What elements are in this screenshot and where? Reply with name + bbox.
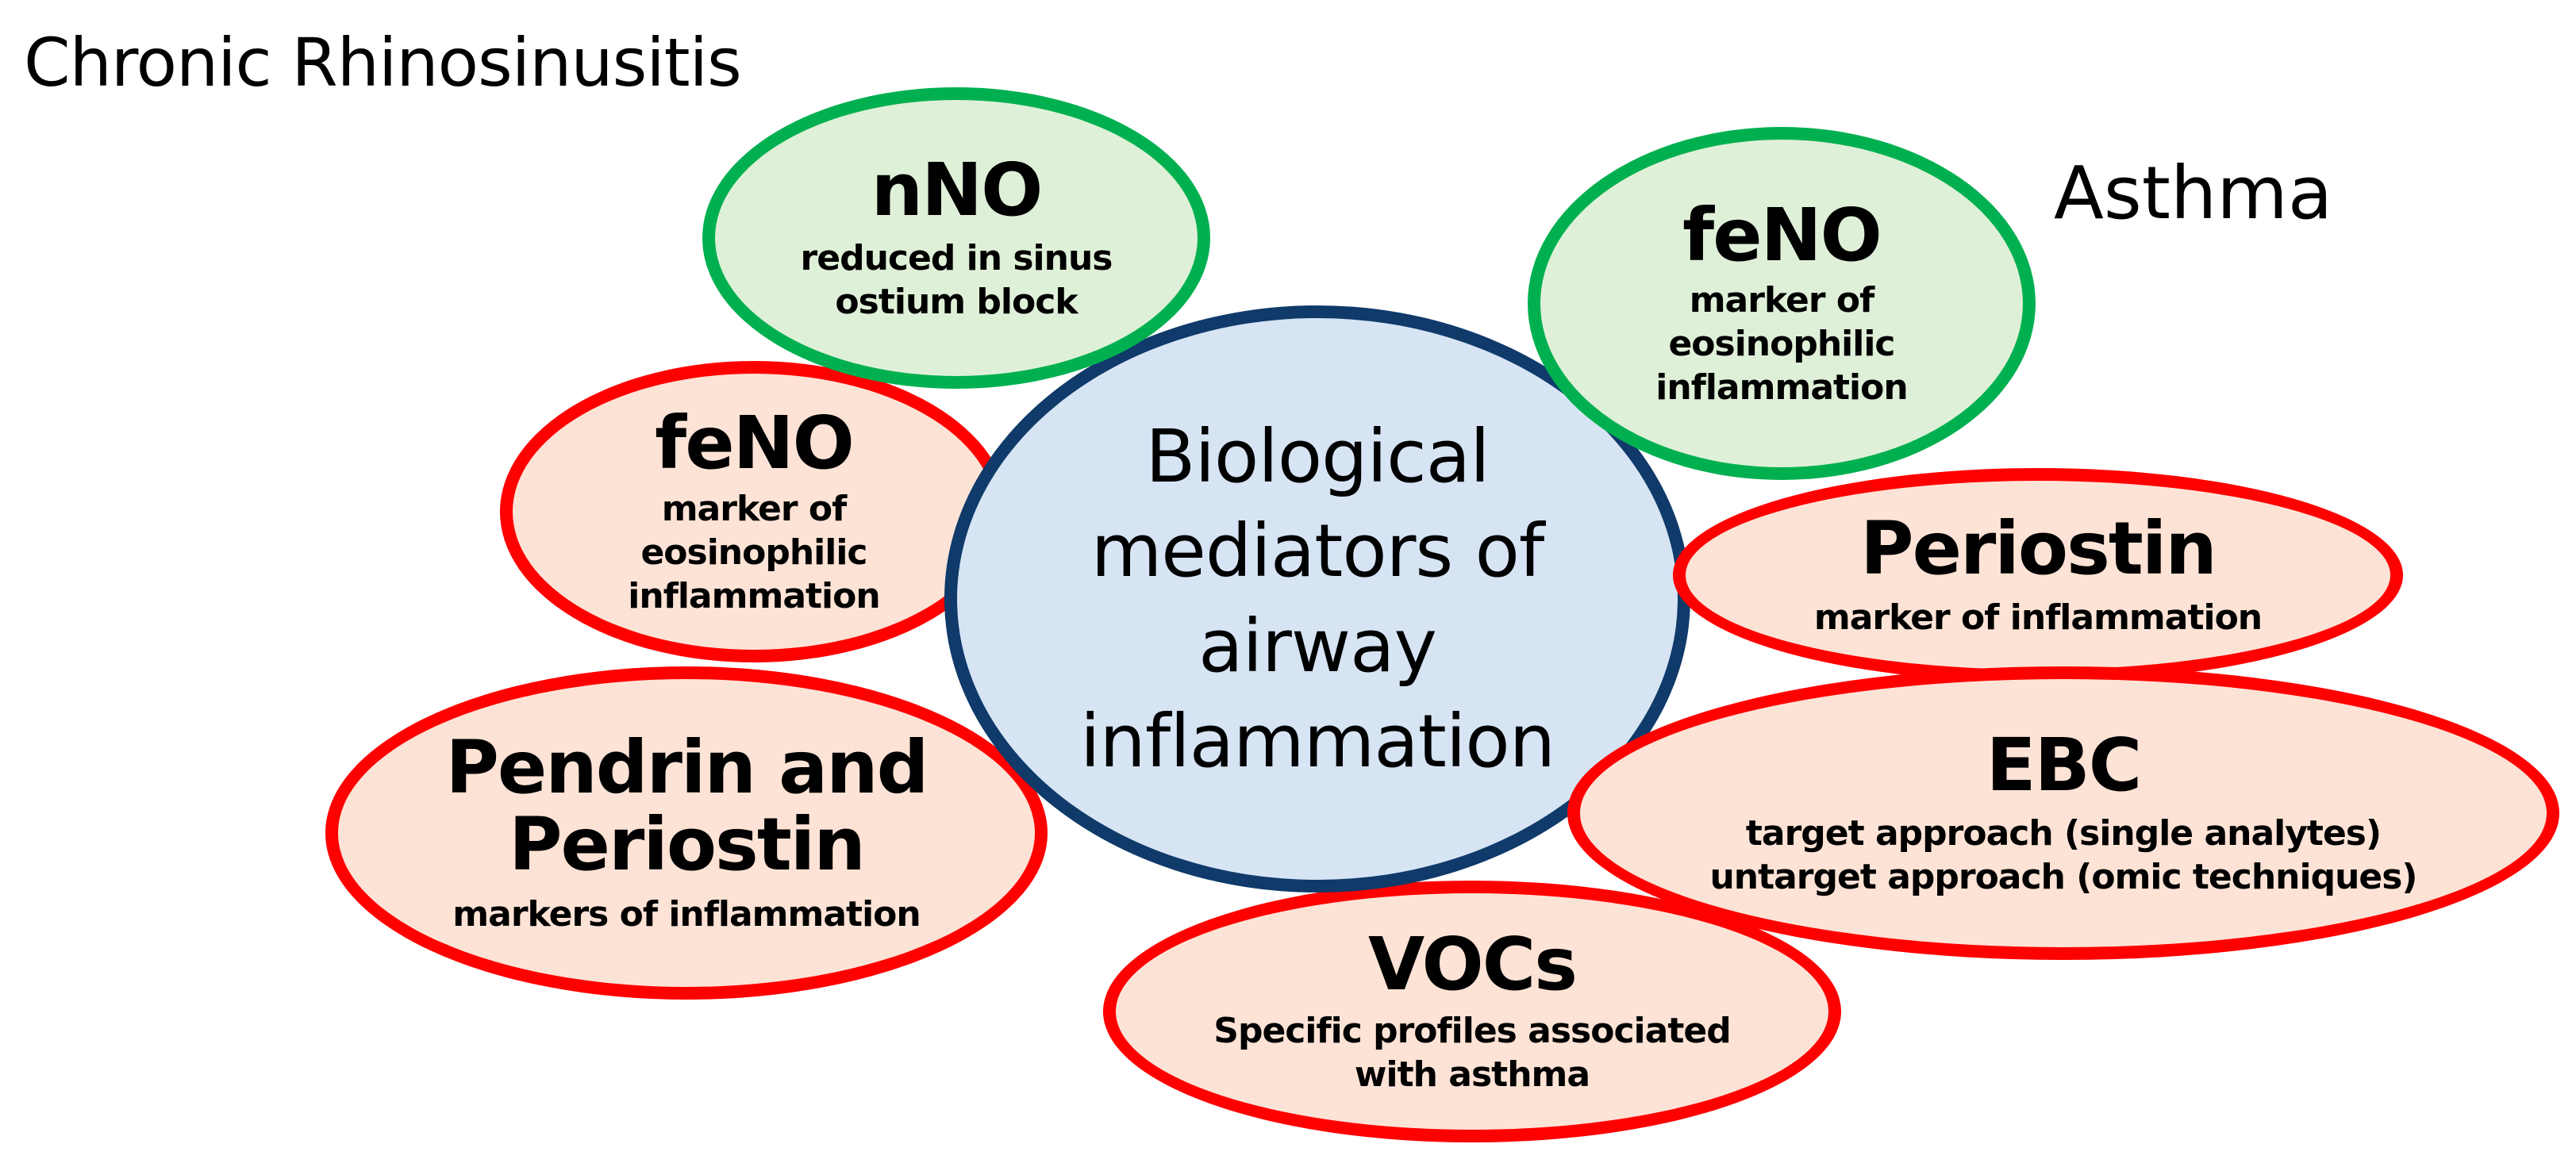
periostin-desc-line: marker of inflammation bbox=[1813, 597, 2263, 638]
periostin-node: Periostin marker of inflammation bbox=[1673, 468, 2403, 682]
ebc-desc: target approach (single analytes) untarg… bbox=[1709, 812, 2417, 899]
ebc-desc-line: untarget approach (omic techniques) bbox=[1709, 857, 2417, 898]
pendrin-periostin-desc: markers of inflammation bbox=[452, 893, 921, 936]
center-line: mediators of bbox=[1090, 509, 1545, 594]
chronic-rhinosinusitis-label: Chronic Rhinosinusitis bbox=[24, 24, 742, 102]
periostin-desc: marker of inflammation bbox=[1813, 596, 2263, 639]
pendrin-periostin-title-line: Pendrin and bbox=[445, 724, 929, 810]
asthma-label: Asthma bbox=[2054, 151, 2333, 236]
center-line: inflammation bbox=[1079, 698, 1555, 784]
center-mediators-text: Biological mediators of airway inflammat… bbox=[1080, 409, 1555, 789]
pendrin-periostin-node: Pendrin and Periostin markers of inflamm… bbox=[325, 666, 1048, 1000]
pendrin-periostin-title-line: Periostin bbox=[509, 801, 866, 887]
center-line: Biological bbox=[1145, 413, 1490, 499]
feno-crs-node: feNO marker of eosinophilic inflammation bbox=[500, 361, 1008, 662]
ebc-title: EBC bbox=[1986, 722, 2142, 808]
vocs-title: VOCs bbox=[1367, 921, 1578, 1007]
vocs-desc: Specific profiles associated with asthma bbox=[1213, 1009, 1731, 1096]
vocs-desc-line: Specific profiles associated bbox=[1213, 1011, 1731, 1052]
vocs-desc-line: with asthma bbox=[1354, 1054, 1590, 1096]
feno-crs-desc-line: eosinophilic bbox=[640, 532, 867, 573]
nno-title: nNO bbox=[871, 147, 1044, 232]
feno-asthma-title: feNO bbox=[1682, 192, 1882, 278]
center-line: airway bbox=[1198, 604, 1437, 689]
ebc-desc-line: target approach (single analytes) bbox=[1745, 813, 2382, 854]
pendrin-periostin-desc-line: markers of inflammation bbox=[452, 894, 921, 935]
feno-asthma-desc-line: marker of bbox=[1689, 280, 1875, 321]
ebc-node: EBC target approach (single analytes) un… bbox=[1567, 666, 2559, 960]
feno-asthma-desc-line: inflammation bbox=[1655, 367, 1908, 409]
feno-asthma-desc-line: eosinophilic bbox=[1668, 324, 1895, 365]
pendrin-periostin-title: Pendrin and Periostin bbox=[445, 724, 929, 887]
feno-asthma-node: feNO marker of eosinophilic inflammation bbox=[1528, 127, 2036, 480]
nno-desc: reduced in sinus ostium block bbox=[801, 236, 1113, 324]
feno-crs-desc: marker of eosinophilic inflammation bbox=[628, 487, 880, 618]
feno-crs-desc-line: marker of bbox=[661, 488, 848, 529]
periostin-title: Periostin bbox=[1860, 506, 2217, 592]
feno-crs-title: feNO bbox=[655, 401, 855, 486]
feno-crs-desc-line: inflammation bbox=[628, 575, 880, 616]
nno-node: nNO reduced in sinus ostium block bbox=[702, 87, 1210, 389]
nno-desc-line: reduced in sinus bbox=[800, 238, 1113, 279]
feno-asthma-desc: marker of eosinophilic inflammation bbox=[1655, 278, 1908, 409]
nno-desc-line: ostium block bbox=[835, 282, 1078, 323]
